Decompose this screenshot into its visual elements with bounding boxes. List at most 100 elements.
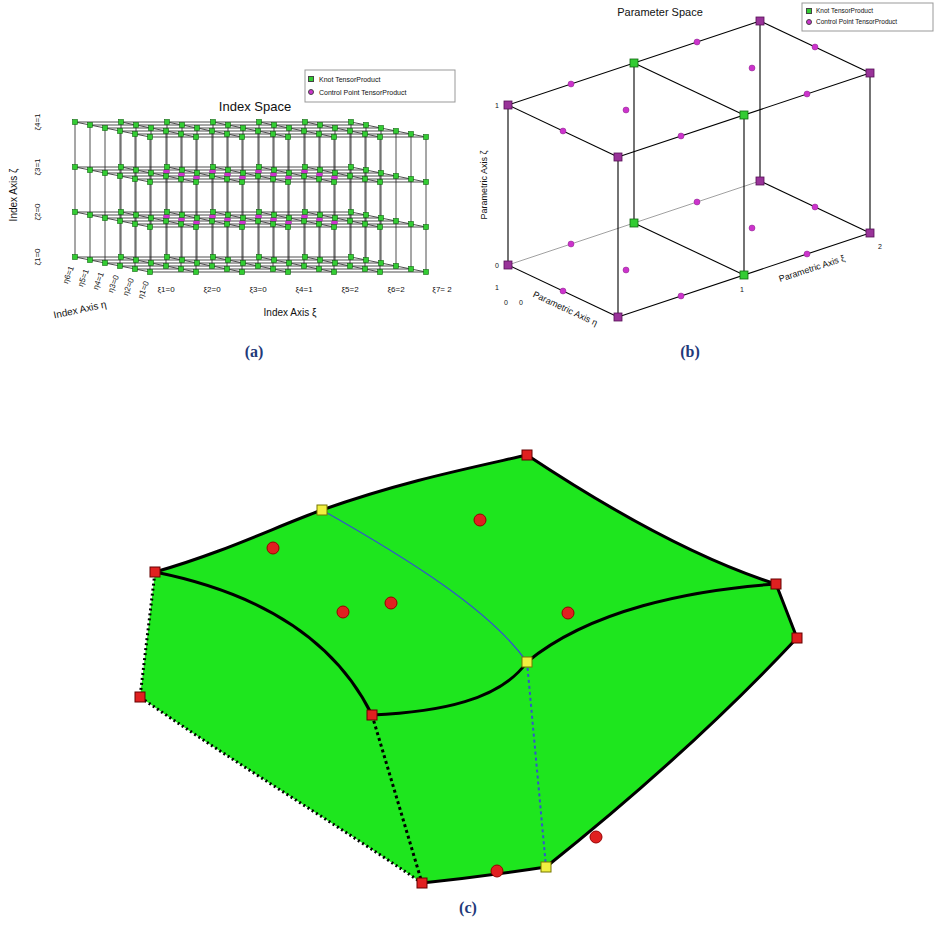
panel-title: Parameter Space: [617, 7, 703, 18]
grid-lines: [75, 122, 426, 272]
knot-point: [133, 222, 138, 227]
grid-line: [213, 122, 288, 137]
control-point: [867, 230, 873, 236]
knot-point: [424, 225, 429, 230]
tick-label: ξ2=0: [203, 286, 220, 294]
knot-point: [149, 126, 154, 131]
box-edge: [508, 105, 618, 157]
legend-box: [305, 70, 455, 102]
knot-point: [364, 123, 369, 128]
knot-point: [367, 710, 377, 720]
knot-point: [118, 264, 123, 269]
tick-label: η6=1: [62, 265, 76, 285]
control-point: [757, 18, 763, 24]
knot-point: [148, 270, 153, 275]
knot-point: [210, 129, 215, 134]
knot-point: [286, 270, 291, 275]
control-point: [749, 225, 755, 231]
volume-edge: [422, 638, 797, 883]
grid-line: [304, 131, 305, 266]
grid-line: [396, 131, 397, 266]
axis-label: Parametric Axis ζ: [480, 151, 489, 220]
knot-point: [394, 129, 399, 134]
grid-line: [426, 137, 427, 272]
knot-point: [88, 258, 93, 263]
grid-line: [150, 137, 151, 272]
grid-line: [181, 134, 182, 269]
tick-label: η5=1: [77, 268, 91, 288]
knot-point: [394, 264, 399, 269]
knot-point: [240, 135, 245, 140]
knot-point: [133, 267, 138, 272]
grid-line: [305, 167, 380, 182]
grid-line: [166, 131, 167, 266]
knot-point: [287, 261, 292, 266]
knot-point: [134, 123, 139, 128]
volume-fill: [140, 455, 797, 883]
knot-point: [424, 180, 429, 185]
knot-point: [119, 120, 124, 125]
grid-line: [274, 125, 275, 260]
axis-label: Parametric Axis ξ: [778, 254, 846, 284]
knot-point: [164, 219, 169, 224]
knot-point: [379, 216, 384, 221]
knot-point: [272, 213, 277, 218]
grid-line: [213, 257, 288, 272]
grid-line: [196, 137, 197, 272]
grid-line: [136, 125, 137, 260]
knot-point: [73, 210, 78, 215]
control-point: [623, 107, 629, 113]
knot-point: [165, 165, 170, 170]
tick-label: 0: [504, 299, 508, 306]
panel-title: Index Space: [219, 100, 291, 113]
knot-point: [165, 255, 170, 260]
control-point: [867, 70, 873, 76]
hidden-edge: [372, 715, 422, 883]
knot-point: [504, 261, 512, 269]
knot-point: [424, 270, 429, 275]
control-point: [560, 288, 566, 294]
grid-line: [319, 134, 320, 269]
panel-letter: (b): [680, 344, 700, 360]
grid-line: [259, 167, 334, 182]
control-point: [694, 199, 700, 205]
knot-point: [119, 210, 124, 215]
legend-box: [802, 3, 933, 31]
knot-point: [349, 210, 354, 215]
grid-line: [351, 212, 426, 227]
knot-point: [164, 129, 169, 134]
knot-point: [180, 213, 185, 218]
knot-point: [210, 174, 215, 179]
tick-label: η3=0: [107, 274, 121, 294]
control-point: [812, 204, 818, 210]
knot-point: [165, 120, 170, 125]
tick-label: ξ1=0: [157, 286, 174, 294]
grid-line: [350, 131, 351, 266]
knot-point: [303, 120, 308, 125]
knot-point: [103, 171, 108, 176]
knot-point: [180, 123, 185, 128]
knot-point: [148, 180, 153, 185]
knot-point: [303, 255, 308, 260]
knot-point: [118, 219, 123, 224]
knot-point: [302, 129, 307, 134]
knot-point: [225, 222, 230, 227]
knot-point: [364, 213, 369, 218]
grid-line: [121, 212, 196, 227]
knot-point: [148, 135, 153, 140]
grid-line: [75, 212, 150, 227]
grid-line: [197, 128, 198, 263]
knot-point: [409, 177, 414, 182]
knot-point: [119, 255, 124, 260]
knot-point: [417, 878, 427, 888]
knot-point: [240, 270, 245, 275]
legend-circle: [308, 89, 314, 95]
knot-point: [394, 174, 399, 179]
knot-point: [148, 225, 153, 230]
panel-letter: (c): [459, 900, 477, 916]
knot-point: [88, 123, 93, 128]
box-edge: [760, 21, 870, 73]
control-point: [623, 267, 629, 273]
knot-point: [135, 692, 145, 702]
knot-point: [318, 168, 323, 173]
